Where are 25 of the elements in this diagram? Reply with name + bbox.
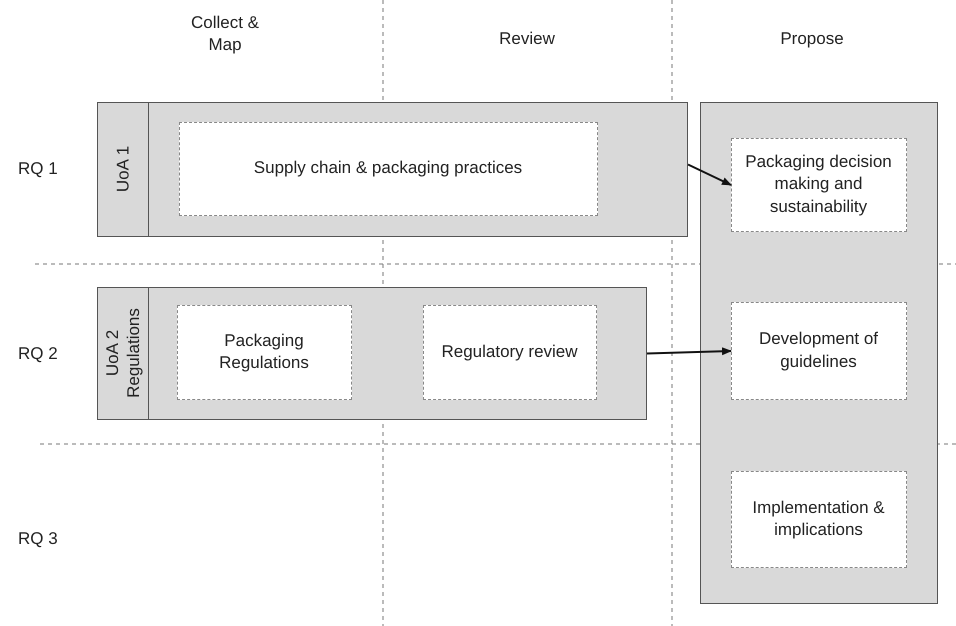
box-text: Development of guidelines bbox=[758, 328, 880, 372]
row-label: RQ 3 bbox=[18, 528, 59, 550]
process-box bbox=[178, 122, 598, 216]
process-box bbox=[422, 304, 596, 400]
box-text: Regulatory review bbox=[441, 340, 578, 363]
box-text: Packaging Regulations bbox=[218, 330, 310, 374]
arrow bbox=[688, 164, 732, 186]
group-panel bbox=[700, 102, 938, 604]
process-box bbox=[176, 304, 352, 400]
process-box bbox=[730, 138, 906, 232]
column-heading: Propose bbox=[779, 28, 845, 50]
group-panel bbox=[97, 102, 688, 237]
box-text: Supply chain & packaging practices bbox=[254, 157, 522, 180]
process-box bbox=[730, 302, 906, 400]
column-heading: Collect & Map bbox=[190, 12, 260, 56]
arrow bbox=[646, 347, 732, 356]
column-heading: Review bbox=[498, 28, 556, 50]
group-panel bbox=[97, 287, 647, 420]
unit-label: UoA 1 bbox=[112, 144, 133, 194]
box-text: Packaging decision making and sustainability bbox=[744, 151, 893, 218]
row-label: RQ 2 bbox=[18, 343, 59, 365]
box-text: Implementation & implications bbox=[751, 496, 886, 541]
row-label: RQ 1 bbox=[18, 158, 59, 180]
unit-label: UoA 2 Regulations bbox=[101, 307, 144, 400]
process-box bbox=[730, 470, 906, 568]
